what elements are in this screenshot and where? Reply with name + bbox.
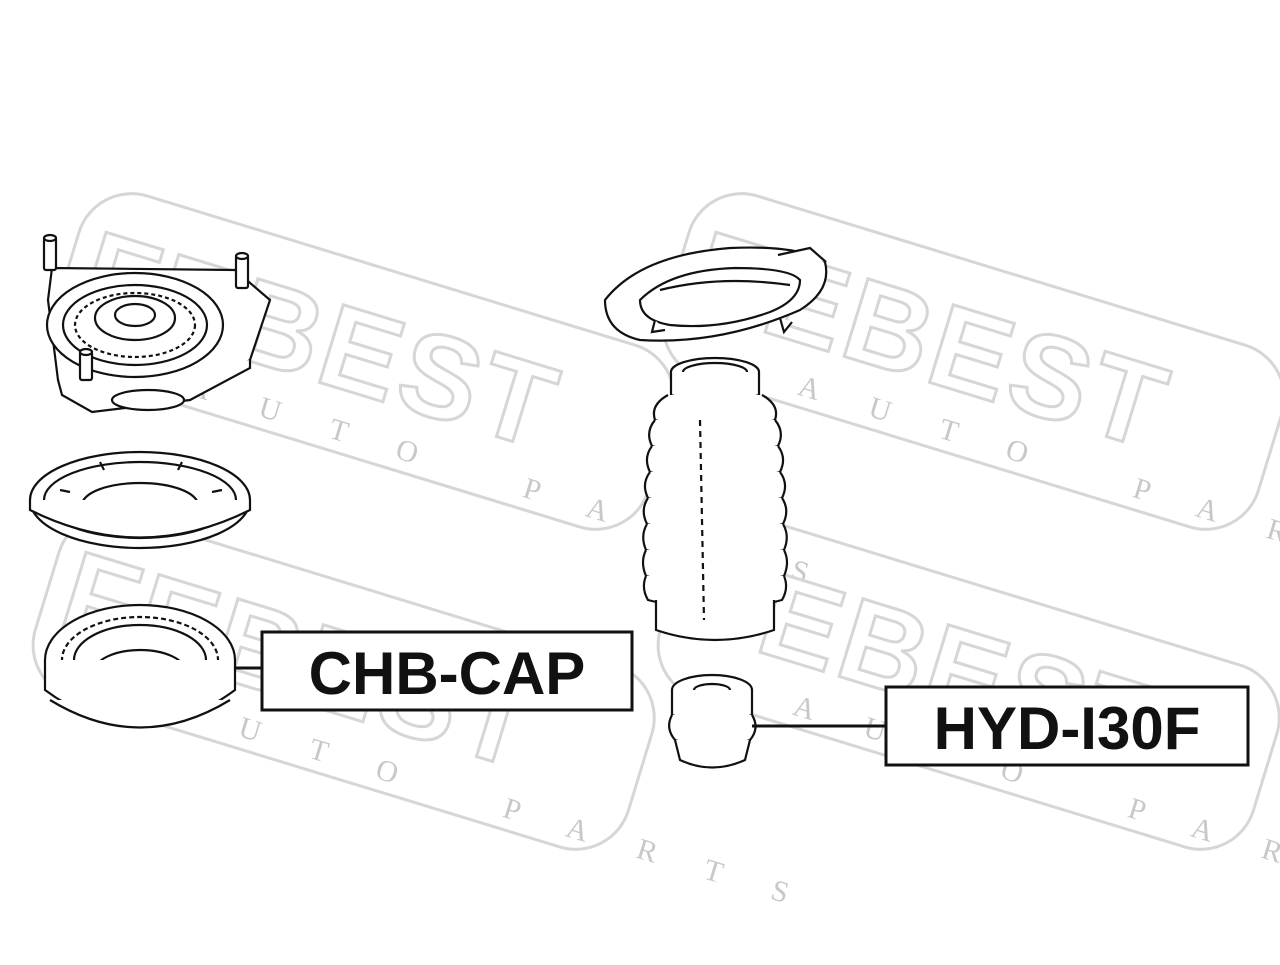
strut-mount (42, 233, 272, 414)
callout-box-left (260, 630, 634, 712)
strut-bearing (43, 603, 237, 729)
bump-stop (668, 673, 757, 769)
spring-isolator (603, 246, 828, 342)
callout-right: HYD-I30F (752, 685, 1250, 767)
spring-seat (28, 450, 252, 550)
part-number-label-right: HYD-I30F (934, 695, 1201, 762)
strut-mount-assembly (28, 233, 272, 729)
part-number-label-left: CHB-CAP (309, 640, 586, 707)
callout-box-right (884, 685, 1250, 767)
dust-boot-assembly (603, 246, 828, 769)
dust-boot (641, 356, 789, 642)
callout-left: CHB-CAP (236, 630, 634, 712)
